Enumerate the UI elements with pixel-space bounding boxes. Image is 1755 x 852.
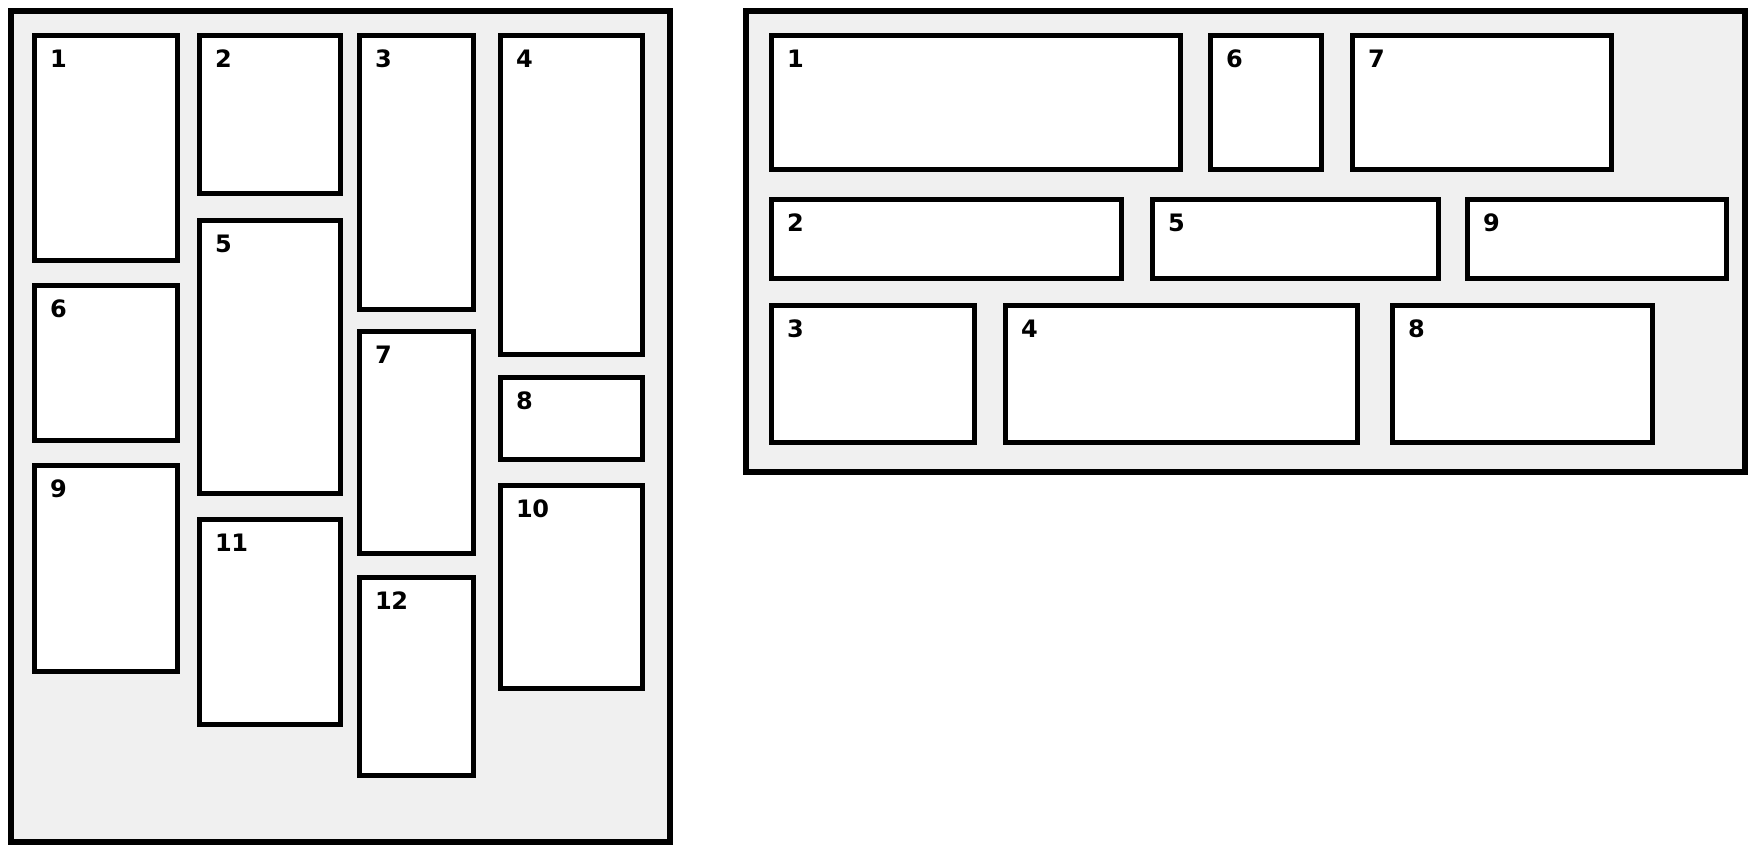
item-number: 10 bbox=[516, 495, 549, 523]
item-number: 5 bbox=[1168, 209, 1185, 237]
item-number: 6 bbox=[50, 295, 67, 323]
item-number: 6 bbox=[1226, 45, 1243, 73]
masonry-item: 8 bbox=[1390, 303, 1655, 445]
masonry-item: 4 bbox=[498, 33, 645, 357]
item-number: 2 bbox=[215, 45, 232, 73]
row-masonry-panel: 1 6 7 2 5 9 3 4 8 bbox=[743, 8, 1748, 475]
item-number: 12 bbox=[375, 587, 408, 615]
item-number: 1 bbox=[50, 45, 67, 73]
masonry-item: 3 bbox=[769, 303, 977, 445]
item-number: 2 bbox=[787, 209, 804, 237]
item-number: 4 bbox=[516, 45, 533, 73]
masonry-item: 12 bbox=[357, 575, 476, 778]
masonry-item: 7 bbox=[1350, 33, 1614, 172]
masonry-item: 3 bbox=[357, 33, 476, 312]
masonry-item: 1 bbox=[769, 33, 1183, 172]
item-number: 3 bbox=[787, 315, 804, 343]
masonry-item: 6 bbox=[1208, 33, 1324, 172]
item-number: 4 bbox=[1021, 315, 1038, 343]
item-number: 5 bbox=[215, 230, 232, 258]
item-number: 7 bbox=[375, 341, 392, 369]
item-number: 8 bbox=[516, 387, 533, 415]
masonry-item: 11 bbox=[197, 517, 343, 727]
item-number: 11 bbox=[215, 529, 248, 557]
masonry-item: 8 bbox=[498, 375, 645, 462]
item-number: 9 bbox=[1483, 209, 1500, 237]
item-number: 9 bbox=[50, 475, 67, 503]
masonry-item: 2 bbox=[769, 197, 1124, 281]
masonry-item: 9 bbox=[1465, 197, 1729, 281]
masonry-item: 1 bbox=[32, 33, 180, 263]
item-number: 7 bbox=[1368, 45, 1385, 73]
masonry-item: 10 bbox=[498, 483, 645, 691]
masonry-item: 9 bbox=[32, 463, 180, 674]
masonry-item: 5 bbox=[197, 218, 343, 496]
item-number: 3 bbox=[375, 45, 392, 73]
item-number: 8 bbox=[1408, 315, 1425, 343]
masonry-item: 4 bbox=[1003, 303, 1360, 445]
masonry-item: 5 bbox=[1150, 197, 1441, 281]
masonry-item: 7 bbox=[357, 329, 476, 556]
masonry-item: 6 bbox=[32, 283, 180, 443]
item-number: 1 bbox=[787, 45, 804, 73]
masonry-item: 2 bbox=[197, 33, 343, 196]
